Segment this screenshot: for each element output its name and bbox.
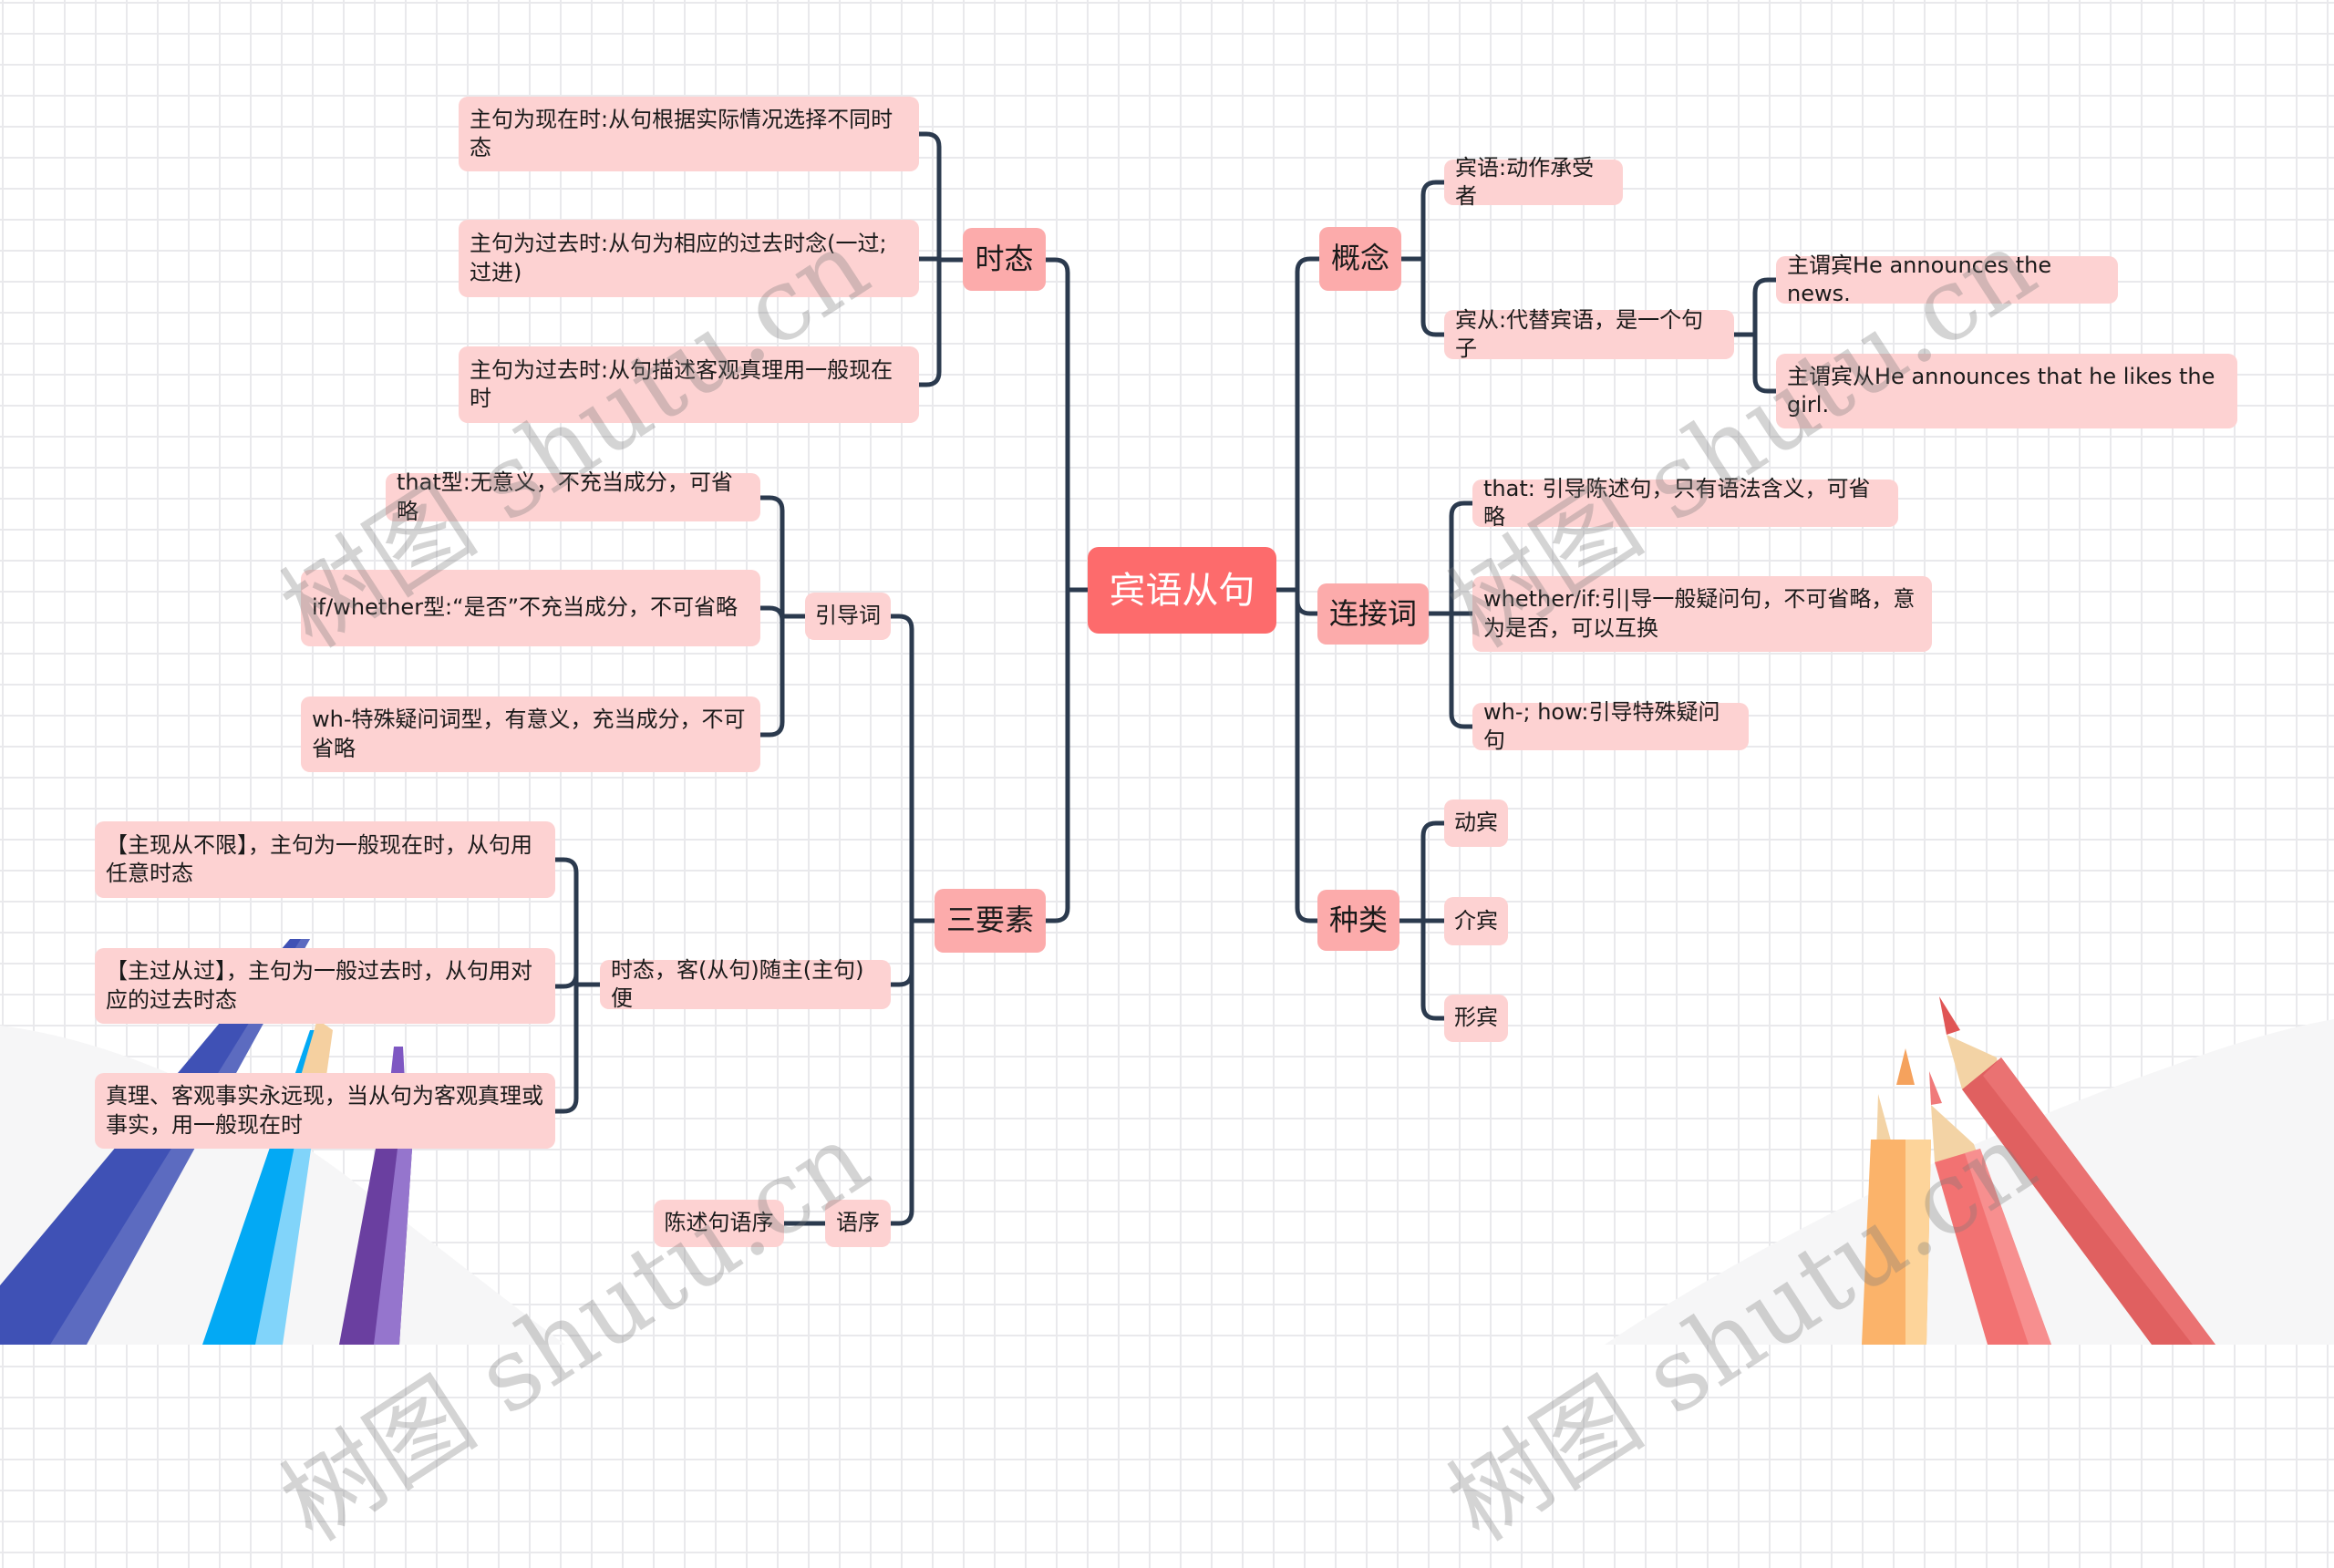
introducer-leaf[interactable]: wh-特殊疑问词型，有意义，充当成分，不可省略 xyxy=(301,696,760,772)
branch-three-elements-label: 三要素 xyxy=(945,903,1034,938)
pink-pencil-icon xyxy=(1929,1071,2051,1345)
tense-rule-connector-branch xyxy=(553,857,579,987)
tense-rule-leaf-text: 真理、客观事实永远现，当从句为客观真理或事实，用一般现在时 xyxy=(106,1083,543,1138)
types-connector-branch xyxy=(1420,820,1447,923)
tense-rule-connector-branch xyxy=(553,982,579,1114)
root-left-connector-branch xyxy=(1043,257,1070,593)
introducer-leaf[interactable]: that型:无意义，不充当成分，可省略 xyxy=(386,469,760,524)
types-connector-branch xyxy=(1420,918,1447,1021)
tense-rule-leaf-text: 【主过从过】，主句为一般过去时，从句用对应的过去时态 xyxy=(106,958,532,1013)
tense-connector-branch xyxy=(916,257,942,387)
branch-types[interactable]: 种类 xyxy=(1317,890,1399,951)
concept-leaf-text: 宾语:动作承受者 xyxy=(1455,154,1595,209)
object-clause-connector-branch xyxy=(1752,332,1779,394)
introducers-connector-branch xyxy=(758,495,785,619)
tense-leaf[interactable]: 主句为过去时:从句描述客观真理用一般现在时 xyxy=(459,346,919,423)
root-right-connector-branch xyxy=(1295,256,1322,593)
tense-leaf-text: 主句为过去时:从句描述客观真理用一般现在时 xyxy=(470,356,893,411)
tense-rule-leaf[interactable]: 真理、客观事实永远现，当从句为客观真理或事实，用一般现在时 xyxy=(95,1073,555,1149)
introducer-leaf-text: wh-特殊疑问词型，有意义，充当成分，不可省略 xyxy=(312,707,746,761)
orange-pencil-icon xyxy=(1862,1048,1931,1345)
type-leaf-text: 形宾 xyxy=(1454,1005,1498,1031)
example-text: 主谓宾从He announces that he likes the girl. xyxy=(1787,363,2215,418)
red-pencil-icon xyxy=(1939,996,2215,1345)
branch-concept[interactable]: 概念 xyxy=(1319,227,1401,291)
branch-tense[interactable]: 时态 xyxy=(963,228,1046,291)
root-right-connector-branch xyxy=(1295,587,1322,923)
type-leaf[interactable]: 形宾 xyxy=(1444,995,1508,1042)
concept-connector-branch xyxy=(1420,256,1447,337)
connector-leaf-text: whether/if:引|导一般疑问句，不可省略，意为是否，可以互换 xyxy=(1483,586,1916,641)
object-clause-example[interactable]: 主谓宾从He announces that he likes the girl. xyxy=(1776,354,2237,428)
tense-leaf[interactable]: 主句为过去时:从句为相应的过去时念(一过;过进) xyxy=(459,220,919,297)
connectors-connector-branch xyxy=(1449,500,1475,616)
type-leaf-text: 动宾 xyxy=(1454,810,1498,836)
tense-leaf-text: 主句为过去时:从句为相应的过去时念(一过;过进) xyxy=(470,231,887,285)
word-order-leaf-text: 陈述句语序 xyxy=(664,1210,774,1236)
branch-connectors-label: 连接词 xyxy=(1328,595,1417,631)
branch-tense-label: 时态 xyxy=(975,241,1034,276)
concept-connector-branch xyxy=(1420,180,1447,262)
type-leaf[interactable]: 介宾 xyxy=(1444,897,1508,945)
tense-leaf-text: 主句为现在时:从句根据实际情况选择不同时态 xyxy=(470,106,893,160)
subtopic-tense-rule-label: 时态，客(从句)随主(主句)便 xyxy=(611,956,864,1011)
type-leaf-text: 介宾 xyxy=(1454,907,1498,934)
connectors-connector-branch xyxy=(1449,611,1475,729)
object-clause-connector-branch xyxy=(1752,277,1779,337)
introducers-connector-branch xyxy=(758,605,785,622)
object-clause-example[interactable]: 主谓宾He announces the news. xyxy=(1776,253,2118,306)
introducer-leaf-text: that型:无意义，不充当成分，可省略 xyxy=(397,469,733,524)
word-order-leaf[interactable]: 陈述句语序 xyxy=(654,1200,784,1247)
three-elements-connector-branch xyxy=(888,918,914,1226)
root-right-connector-branch xyxy=(1295,587,1322,616)
branch-concept-label: 概念 xyxy=(1330,241,1389,276)
subtopic-introducers[interactable]: 引导词 xyxy=(805,593,891,640)
purple-pencil-icon xyxy=(339,1047,412,1345)
concept-leaf-object[interactable]: 宾语:动作承受者 xyxy=(1444,155,1623,209)
branch-types-label: 种类 xyxy=(1328,902,1388,937)
connector-leaf[interactable]: whether/if:引|导一般疑问句，不可省略，意为是否，可以互换 xyxy=(1472,576,1932,652)
tense-rule-leaf-text: 【主现从不限】，主句为一般现在时，从句用任意时态 xyxy=(106,831,532,886)
connector-lines xyxy=(553,131,1779,1226)
connector-leaf[interactable]: wh-; how:引导特殊疑问句 xyxy=(1472,699,1749,753)
three-elements-connector-branch xyxy=(888,918,914,987)
connector-leaf[interactable]: that: 引导陈述句，只有语法含义，可省略 xyxy=(1472,476,1898,530)
three-elements-connector-branch xyxy=(888,614,914,923)
introducer-leaf-text: if/whether型:“是否”不充当成分，不可省略 xyxy=(312,594,738,621)
tense-leaf[interactable]: 主句为现在时:从句根据实际情况选择不同时态 xyxy=(459,97,919,171)
tense-rule-connector-branch xyxy=(553,973,579,989)
introducers-connector-branch xyxy=(758,614,785,738)
type-leaf[interactable]: 动宾 xyxy=(1444,799,1508,847)
subtopic-word-order[interactable]: 语序 xyxy=(825,1200,891,1247)
concept-subtopic-text: 宾从:代替宾语，是一个句子 xyxy=(1455,306,1704,361)
subtopic-word-order-label: 语序 xyxy=(836,1210,880,1236)
concept-subtopic-object-clause[interactable]: 宾从:代替宾语，是一个句子 xyxy=(1444,307,1734,361)
tense-rule-leaf[interactable]: 【主现从不限】，主句为一般现在时，从句用任意时态 xyxy=(95,821,555,898)
tense-rule-leaf[interactable]: 【主过从过】，主句为一般过去时，从句用对应的过去时态 xyxy=(95,948,555,1024)
root-left-connector-branch xyxy=(1043,587,1070,923)
branch-connectors[interactable]: 连接词 xyxy=(1317,583,1429,645)
subtopic-introducers-label: 引导词 xyxy=(815,603,881,629)
root-topic[interactable]: 宾语从句 xyxy=(1088,547,1276,634)
branch-three-elements[interactable]: 三要素 xyxy=(935,889,1046,953)
subtopic-tense-rule[interactable]: 时态，客(从句)随主(主句)便 xyxy=(600,957,891,1011)
connector-leaf-text: wh-; how:引导特殊疑问句 xyxy=(1483,698,1720,753)
tense-connector-branch xyxy=(916,131,942,263)
root-topic-label: 宾语从句 xyxy=(1109,569,1255,612)
example-text: 主谓宾He announces the news. xyxy=(1787,252,2052,306)
introducer-leaf[interactable]: if/whether型:“是否”不充当成分，不可省略 xyxy=(301,570,760,646)
connector-leaf-text: that: 引导陈述句，只有语法含义，可省略 xyxy=(1483,475,1871,530)
